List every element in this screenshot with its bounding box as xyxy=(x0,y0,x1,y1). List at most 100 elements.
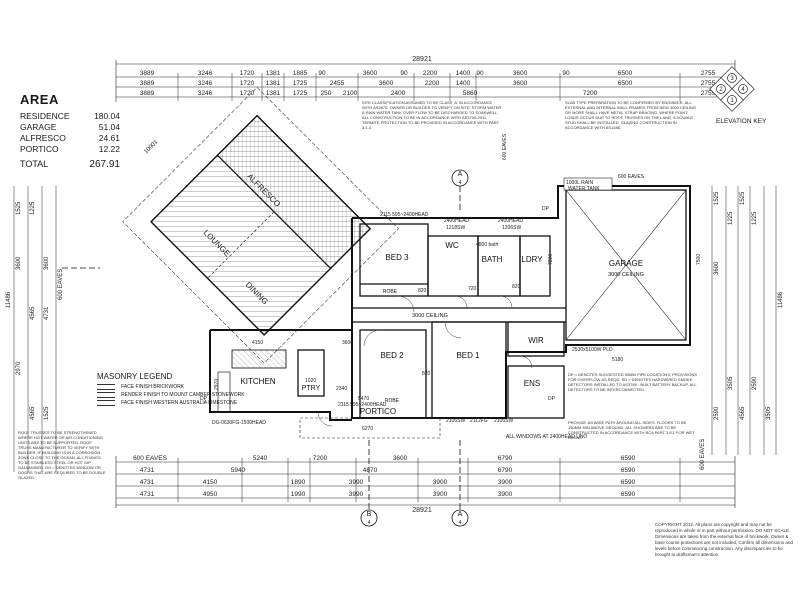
svg-text:3246: 3246 xyxy=(198,90,213,97)
svg-text:3600: 3600 xyxy=(513,70,528,77)
ekey-num-3: 3 xyxy=(730,76,734,82)
svg-text:1720: 1720 xyxy=(240,70,255,77)
right-dim-8: 4565 xyxy=(740,406,746,420)
overall-bottom-dim: 28921 xyxy=(412,507,432,514)
section-a-top: A xyxy=(458,171,463,178)
dp-label-b: DP xyxy=(542,206,550,212)
bath-size: 4800 bath xyxy=(476,242,498,248)
area-total-label: TOTAL xyxy=(20,159,49,169)
svg-text:3600: 3600 xyxy=(393,455,408,462)
room-robe-bed3: ROBE xyxy=(383,289,398,295)
area-label: ALFRESCO xyxy=(20,133,66,143)
svg-text:2755: 2755 xyxy=(701,90,716,97)
svg-text:4150: 4150 xyxy=(203,479,218,486)
area-title: AREA xyxy=(20,92,59,107)
dp-label-a: DP xyxy=(200,396,208,402)
right-dim-3: 1525 xyxy=(740,191,746,205)
svg-text:3889: 3889 xyxy=(140,80,155,87)
portico xyxy=(299,417,441,439)
win-2106-2: 2106SW xyxy=(494,418,513,424)
svg-text:90: 90 xyxy=(476,70,484,77)
alfresco-dim: 10001 xyxy=(143,139,160,156)
portico-door-label: 2115 595~2400HEAD xyxy=(338,402,387,408)
rain-tank-label: 1000L RAIN xyxy=(566,180,593,186)
svg-text:250: 250 xyxy=(321,90,332,97)
svg-text:3600: 3600 xyxy=(363,70,378,77)
svg-text:1381: 1381 xyxy=(266,70,281,77)
left-overall-dim: 11486 xyxy=(6,291,12,308)
legend-item: RENDER FINISH TO MOUNT CAMBER STONEWORK xyxy=(97,392,245,398)
svg-text:3900: 3900 xyxy=(433,491,448,498)
elevation-key-label: ELEVATION KEY xyxy=(716,118,767,125)
area-value: 180.04 xyxy=(94,111,120,121)
svg-text:5860: 5860 xyxy=(463,90,478,97)
left-dim-6: 4731 xyxy=(44,306,50,320)
size-820-c: 820 xyxy=(512,284,521,290)
legend-item: FACE FINISH WESTERN AUSTRALIA LIMESTONE xyxy=(97,400,245,406)
copyright-note: COPYRIGHT 2012. All plans are copyright … xyxy=(655,522,793,557)
area-value: 24.61 xyxy=(98,133,120,143)
legend-label: FACE FINISH BRICKWORK xyxy=(121,384,185,390)
stack-label-4: 1206SW xyxy=(502,225,521,231)
svg-text:6500: 6500 xyxy=(618,70,633,77)
bottom-dimensions xyxy=(115,456,736,508)
left-dim-4: 3600 xyxy=(44,256,50,270)
right-dim-6: 3505 xyxy=(728,376,734,390)
room-bed1: BED 1 xyxy=(456,351,480,360)
right-dim-10: 3505 xyxy=(766,406,772,420)
size-820-a: 820 xyxy=(418,288,427,294)
stack-label-3: 2400HEAD xyxy=(498,218,523,224)
masonry-legend: MASONRY LEGEND FACE FINISH BRICKWORK REN… xyxy=(97,372,245,408)
kitchen-window-label: DG-0630FG-1500HEAD xyxy=(212,420,266,426)
svg-text:1381: 1381 xyxy=(266,90,281,97)
area-total-value: 267.91 xyxy=(89,159,120,170)
area-row-portico: PORTICO 12.22 xyxy=(20,144,120,155)
svg-text:7200: 7200 xyxy=(583,90,598,97)
legend-swatch xyxy=(97,384,115,390)
svg-text:3600: 3600 xyxy=(513,80,528,87)
svg-text:2200: 2200 xyxy=(425,80,440,87)
site-notes: SITE CLASSIFICATION ASSUMED TO BE CLASS … xyxy=(362,100,502,130)
svg-text:3600: 3600 xyxy=(379,80,394,87)
svg-text:2755: 2755 xyxy=(701,80,716,87)
ekey-num-2: 2 xyxy=(719,87,723,93)
room-bed3: BED 3 xyxy=(385,253,409,262)
room-wir: WIR xyxy=(528,336,544,345)
svg-text:600 EAVES: 600 EAVES xyxy=(133,455,168,462)
path-notes: PROVIDE 1M WIDE PATH AROUND ALL SIDES. F… xyxy=(568,420,695,440)
room-kitchen: KITCHEN xyxy=(240,377,275,386)
top-dim-ticks xyxy=(177,73,681,101)
left-dim-8: 4565 xyxy=(30,406,36,420)
detector-notes: DP = DENOTES SUGGESTED 90MM PIPE LOCATIO… xyxy=(568,372,698,392)
svg-text:4731: 4731 xyxy=(140,467,155,474)
section-a-top-num: 4 xyxy=(459,180,462,186)
size-820-b: 820 xyxy=(422,371,431,377)
left-dim-2: 1225 xyxy=(30,201,36,215)
svg-text:2200: 2200 xyxy=(423,70,438,77)
portico-len: 6270 xyxy=(362,426,373,432)
svg-text:3900: 3900 xyxy=(498,491,513,498)
area-label: PORTICO xyxy=(20,144,59,154)
svg-text:1725: 1725 xyxy=(293,80,308,87)
stack-label-2: 1218SW xyxy=(446,225,465,231)
right-dim-2: 1225 xyxy=(728,211,734,225)
room-ens: ENS xyxy=(524,379,540,388)
left-dim-7: 2970 xyxy=(16,361,22,375)
door-bed3-label: 2115 595~2400HEAD xyxy=(380,212,429,218)
svg-text:3246: 3246 xyxy=(198,70,213,77)
bottom-dim-ticks xyxy=(177,458,681,502)
left-dim-3: 3600 xyxy=(16,256,22,270)
room-ceiling: 3000 CEILING xyxy=(412,313,448,319)
legend-swatch xyxy=(97,400,115,406)
legend-label: FACE FINISH WESTERN AUSTRALIA LIMESTONE xyxy=(121,400,238,406)
svg-text:4731: 4731 xyxy=(140,491,155,498)
windows-note: ALL WINDOWS AT 2400HEAD UNO xyxy=(506,434,587,440)
svg-text:1725: 1725 xyxy=(293,90,308,97)
pantry-dims: 1020 xyxy=(305,378,316,384)
room-portico: PORTICO xyxy=(360,407,396,416)
svg-text:1990: 1990 xyxy=(291,491,306,498)
svg-text:1720: 1720 xyxy=(240,90,255,97)
win-2106-1: 2106SW xyxy=(446,418,465,424)
left-dimensions xyxy=(13,186,57,472)
